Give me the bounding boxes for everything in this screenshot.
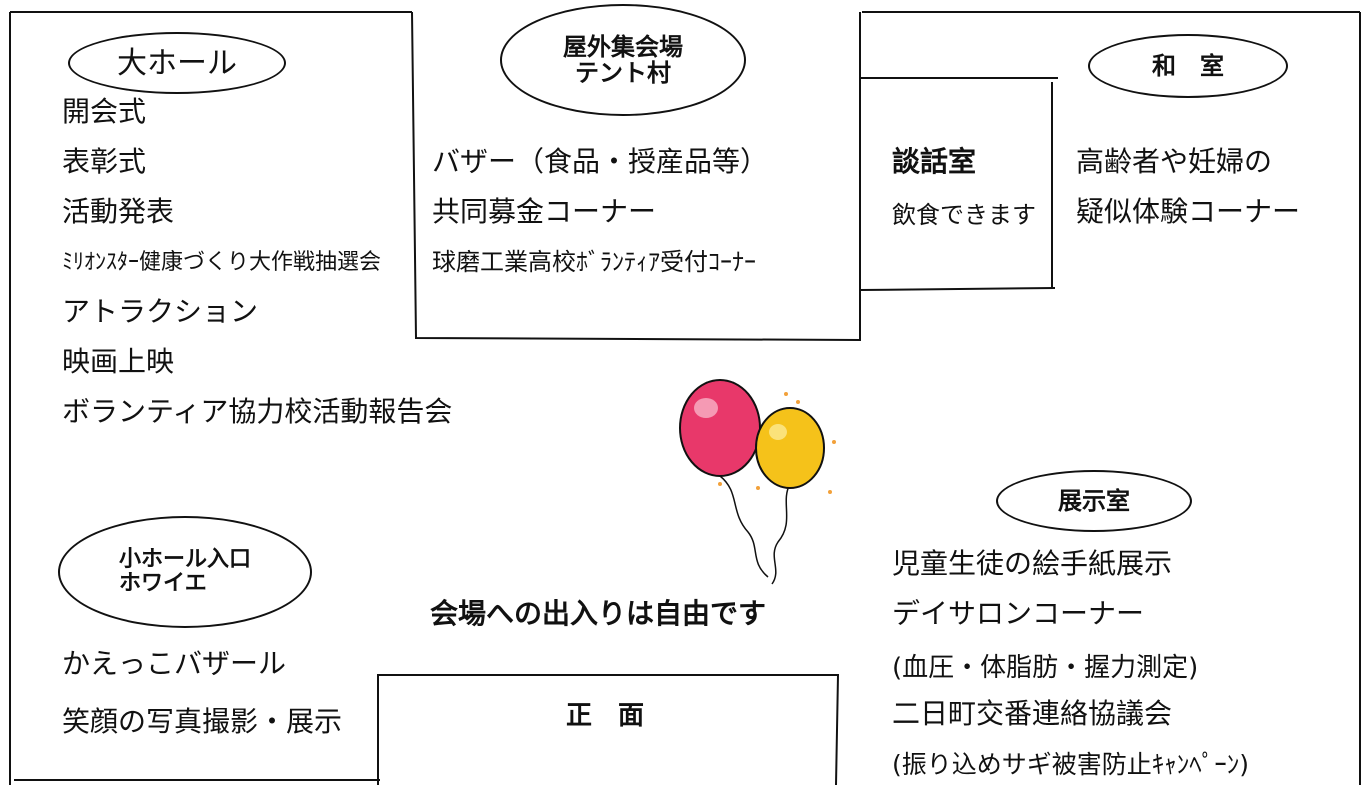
sparkle-dot [828, 490, 832, 494]
outdoor-item-bazaar: バザー（食品・授産品等） [432, 145, 769, 178]
balloon-red-highlight [694, 398, 718, 418]
exhibition-item-police-council: 二日町交番連絡協議会 [892, 697, 1173, 730]
big-hall-item-award: 表彰式 [62, 145, 147, 178]
center-notice: 会場への出入りは自由です [430, 597, 767, 630]
balloons-illustration [679, 379, 836, 585]
japanese-room-title: 和 室 [1152, 51, 1224, 80]
front-entrance-walls [377, 674, 840, 785]
sparkle-dot [756, 486, 760, 490]
outdoor-area-title: 屋外集会場 テント村 [563, 32, 683, 87]
big-hall-title: 大ホール [117, 45, 237, 81]
balloon-yellow [755, 407, 825, 489]
lounge-bottom-wall [859, 287, 1056, 291]
outdoor-item-volunteer-desk: 球磨工業高校ﾎﾞﾗﾝﾃｨｱ受付ｺｰﾅｰ [432, 248, 756, 276]
small-hall-label: 小ホール入口 ホワイエ [58, 516, 312, 628]
japanese-room-item-elderly: 高齢者や妊婦の [1076, 145, 1273, 178]
small-hall-title: 小ホール入口 ホワイエ [118, 546, 251, 596]
sparkle-dot [784, 392, 788, 396]
lounge-note: 飲食できます [892, 201, 1036, 229]
sparkle-dot [718, 482, 722, 486]
balloon-string-yellow [771, 483, 791, 585]
balloon-string-red [719, 475, 769, 578]
big-hall-item-attraction: アトラクション [62, 295, 259, 328]
big-hall-label: 大ホール [68, 32, 286, 94]
big-hall-item-presentation: 活動発表 [62, 195, 175, 228]
big-hall-item-movie: 映画上映 [62, 345, 175, 378]
balloon-yellow-highlight [769, 424, 787, 440]
japanese-room-item-simulation: 疑似体験コーナー [1076, 195, 1301, 228]
outdoor-area-walls [411, 11, 861, 342]
japanese-room-label: 和 室 [1088, 34, 1288, 98]
sparkle-dot [832, 440, 836, 444]
big-hall-item-volunteer-report: ボランティア協力校活動報告会 [62, 395, 453, 428]
small-hall-item-kaekko: かえっこバザール [62, 647, 287, 680]
exhibition-item-letters: 児童生徒の絵手紙展示 [892, 547, 1173, 580]
small-hall-item-photo: 笑顔の写真撮影・展示 [62, 705, 343, 738]
exhibition-item-day-salon: デイサロンコーナー [892, 597, 1145, 630]
front-entrance-title: 正 面 [566, 701, 645, 731]
outdoor-item-fundraising: 共同募金コーナー [432, 195, 657, 228]
lounge-title: 談話室 [892, 145, 977, 178]
sparkle-dot [796, 400, 800, 404]
balloon-red [679, 379, 761, 477]
outdoor-area-label: 屋外集会場 テント村 [500, 4, 746, 116]
exhibition-item-health-check: (血圧・体脂肪・握力測定) [892, 653, 1199, 683]
exhibition-item-fraud-campaign: (振り込めサギ被害防止ｷｬﾝﾍﾟｰﾝ) [892, 750, 1250, 779]
exhibition-room-title: 展示室 [1058, 486, 1130, 515]
big-hall-item-opening: 開会式 [62, 95, 147, 128]
exhibition-room-label: 展示室 [996, 470, 1192, 532]
big-hall-item-lottery: ﾐﾘｵﾝｽﾀｰ健康づくり大作戦抽選会 [62, 250, 382, 275]
